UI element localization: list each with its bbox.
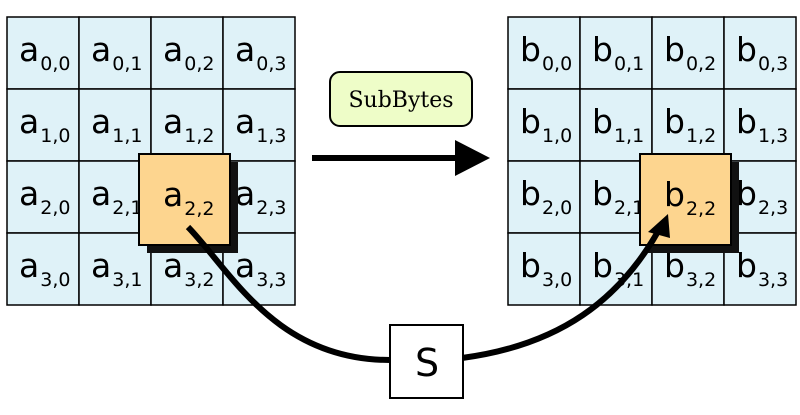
a-highlight-cell [138, 153, 231, 246]
b-cell-2-0 [507, 160, 581, 234]
sbox-input-curve [185, 224, 391, 363]
a-cell-1-1 [78, 88, 152, 162]
a-cell-label-1-3: a1,3 [235, 102, 286, 147]
a-cell-0-0 [6, 16, 80, 90]
a-cell-label-1-2: a1,2 [163, 102, 214, 147]
b-cell-label-3-2: b3,2 [664, 246, 716, 291]
a-cell-label-0-1: a0,1 [91, 30, 142, 75]
sbox-output-arrowhead [648, 214, 670, 238]
b-cell-0-3 [723, 16, 797, 90]
a-cell-label-1-0: a1,0 [19, 102, 70, 147]
b-cell-1-3 [723, 88, 797, 162]
a-cell-label-0-2: a0,2 [163, 30, 214, 75]
b-cell-label-1-1: b1,1 [592, 102, 644, 147]
b-cell-label-1-0: b1,0 [520, 102, 572, 147]
b-cell-3-0 [507, 232, 581, 306]
b-cell-label-0-0: b0,0 [520, 30, 572, 75]
a-cell-label-3-0: a3,0 [19, 246, 70, 291]
a-cell-1-3 [222, 88, 296, 162]
a-cell-0-3 [222, 16, 296, 90]
subbytes-label: SubBytes [348, 88, 453, 113]
sbox-label: S [415, 341, 439, 385]
left-state-matrix: a0,0 a0,1 a0,2 a0,3 a1,0 a1,1 a1,2 a1,3 a2,0 a2,1… [6, 16, 296, 306]
a-cell-label-2-0: a2,0 [19, 174, 70, 219]
subbytes-arrowhead [455, 140, 490, 176]
a-cell-label-2-3: a2,3 [235, 174, 286, 219]
b-cell-label-0-2: b0,2 [664, 30, 716, 75]
b-cell-label-3-3: b3,3 [736, 246, 788, 291]
right-state-matrix: b0,0 b0,1 b0,2 b0,3 b1,0 b1,1 b1,2 b1,3 b2,0 b2,1… [507, 16, 797, 306]
b-cell-label-1-3: b1,3 [736, 102, 788, 147]
a-cell-label-1-1: a1,1 [91, 102, 142, 147]
sbox-output-curve [461, 226, 663, 361]
a-highlight-label: a2,2 [163, 175, 214, 220]
a-cell-label-0-3: a0,3 [235, 30, 286, 75]
a-cell-label-3-2: a3,2 [163, 246, 214, 291]
a-cell-0-1 [78, 16, 152, 90]
b-cell-label-0-3: b0,3 [736, 30, 788, 75]
b-cell-1-0 [507, 88, 581, 162]
a-cell-3-0 [6, 232, 80, 306]
b-cell-label-2-0: b2,0 [520, 174, 572, 219]
a-cell-label-3-3: a3,3 [235, 246, 286, 291]
b-cell-label-2-3: b2,3 [736, 174, 788, 219]
b-cell-label-2-1: b2,1 [592, 174, 644, 219]
a-cell-label-2-1: a2,1 [91, 174, 142, 219]
a-cell-label-3-1: a3,1 [91, 246, 142, 291]
a-cell-label-0-0: a0,0 [19, 30, 70, 75]
b-cell-label-1-2: b1,2 [664, 102, 716, 147]
b-cell-label-3-0: b3,0 [520, 246, 572, 291]
subbytes-label-box: SubBytes [329, 71, 473, 127]
b-cell-1-2 [651, 88, 725, 162]
b-highlight-label: b2,2 [664, 175, 716, 220]
a-cell-0-2 [150, 16, 224, 90]
b-cell-label-0-1: b0,1 [592, 30, 644, 75]
sbox-box: S [389, 324, 464, 399]
